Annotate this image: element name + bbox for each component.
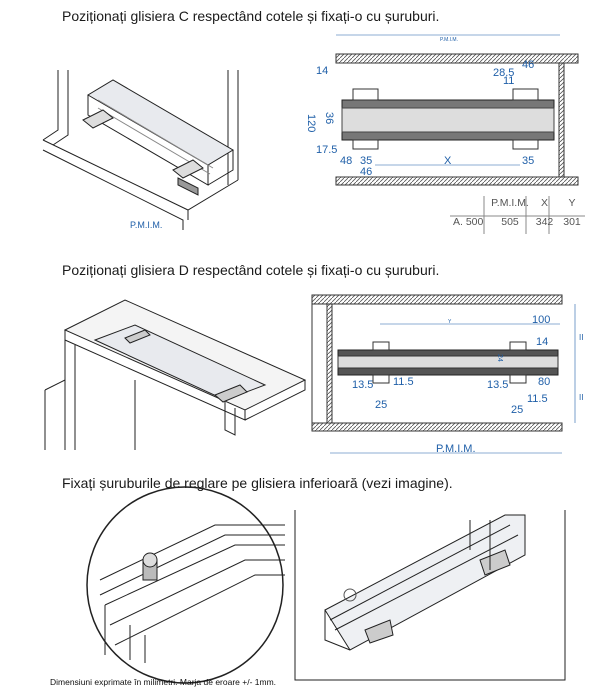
slide-d-dimension-diagram: Y 100 14 24 13.5 11.5 25 13.5 80 11.5 25…	[311, 294, 583, 455]
dim-label: Y	[448, 319, 452, 325]
dim-label: 25	[511, 404, 523, 416]
dim-label: 13.5	[487, 379, 508, 391]
table-header: Y	[568, 197, 576, 209]
dim-label: 48	[340, 155, 352, 167]
dimension-table-lines	[450, 196, 585, 234]
step-3-heading: Fixați șuruburile de reglare pe glisiera…	[62, 475, 453, 491]
dim-label: 36	[323, 112, 335, 124]
dim-label: 35	[360, 155, 372, 167]
slide-c-isometric-drawing	[42, 70, 239, 230]
pmim-dimension: P.M.I.M.	[440, 37, 458, 43]
dim-label: 46	[522, 59, 534, 71]
dim-label: 46	[360, 166, 372, 178]
dim-label: 28.5	[493, 67, 514, 79]
table-cell: 505	[501, 216, 519, 228]
table-header: X	[540, 197, 548, 209]
table-header: P.M.I.M.	[491, 197, 529, 209]
step-2-heading: Poziționați glisiera D respectând cotele…	[62, 262, 440, 278]
pmim-dimension: P.M.I.M.	[436, 443, 476, 455]
dim-label: 24	[496, 354, 503, 362]
footer-note: Dimensiuni exprimate în milimetri. Marja…	[50, 677, 277, 687]
dim-label: 25	[375, 399, 387, 411]
dim-label: 13.5	[352, 379, 373, 391]
adjustment-screw-detail-drawing	[86, 486, 285, 684]
table-row: A. 500 505 342 301	[452, 210, 587, 229]
dim-label: 14	[316, 65, 328, 77]
slide-c-dimension-diagram: P.M.I.M. 14 28.5 46 11 120 36 17.5 48 35…	[305, 34, 579, 186]
dim-label: 14	[536, 336, 548, 348]
slide-d-isometric-drawing	[44, 299, 307, 450]
dim-label: 11.5	[393, 376, 414, 388]
dim-label: 80	[538, 376, 550, 388]
table-cell: A. 500	[453, 216, 484, 228]
dimension-table: P.M.I.M. X Y A. 500 505 342 301	[452, 196, 587, 229]
dim-label: II	[579, 333, 583, 342]
dim-label: 11	[503, 75, 514, 87]
table-cell: 342	[535, 216, 554, 228]
dim-label: 17.5	[316, 144, 337, 156]
dim-label: II	[579, 393, 583, 402]
table-cell: 301	[563, 216, 581, 228]
dim-label: 35	[522, 155, 534, 167]
image-label: P.M.I.M.	[130, 220, 163, 230]
step-1-heading: Poziționați glisiera C respectând cotele…	[62, 8, 440, 24]
dim-label: X	[444, 155, 452, 167]
dim-label: 120	[305, 114, 317, 132]
slide-assembly-drawing	[294, 510, 566, 681]
dim-label: 100	[532, 314, 550, 326]
dim-label: 11.5	[527, 393, 548, 405]
